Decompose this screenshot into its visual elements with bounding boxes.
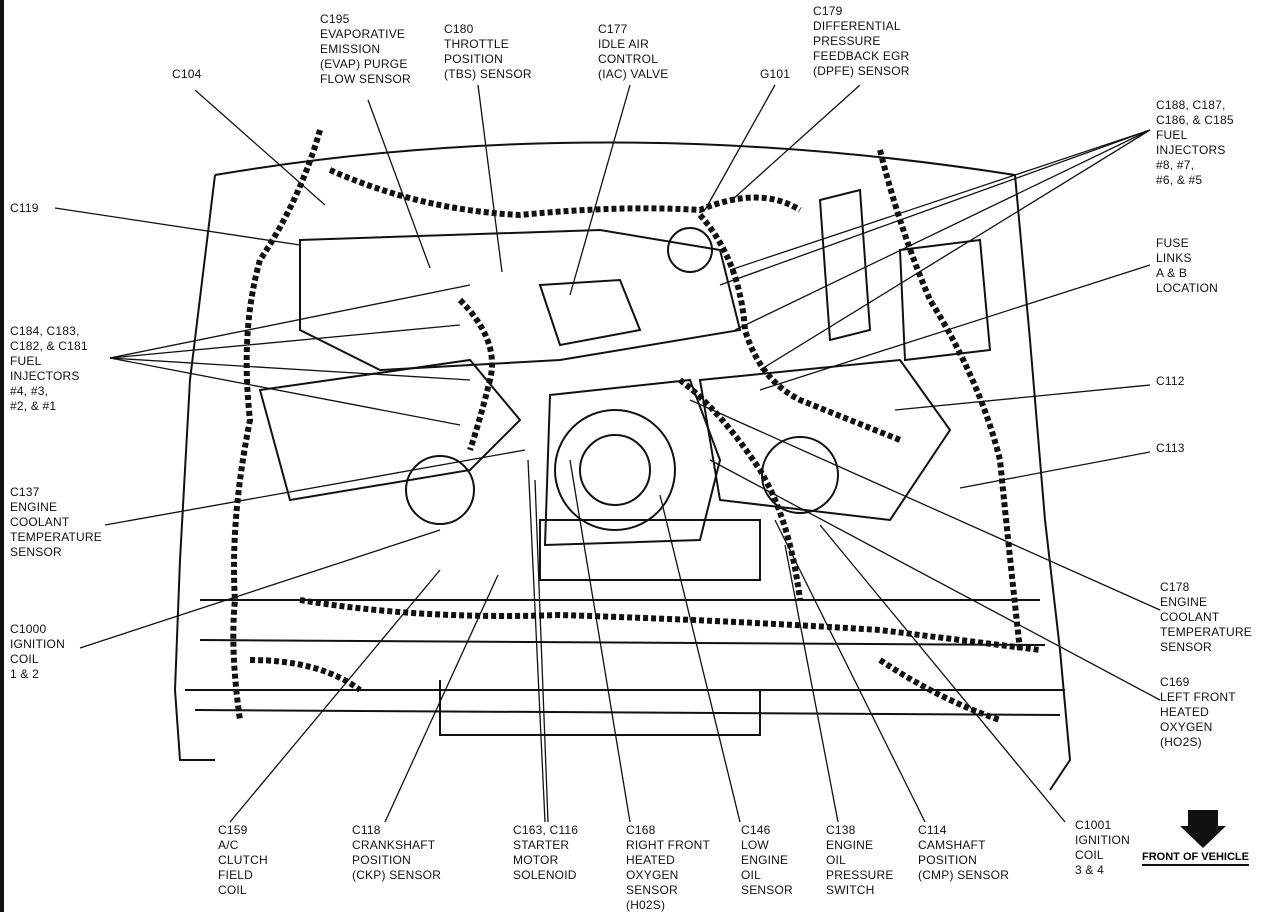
radiator-support — [185, 689, 1065, 716]
valve-cover-right — [258, 358, 522, 502]
callout-c146: C146 LOW ENGINE OIL SENSOR — [741, 823, 793, 897]
intake-plenum — [299, 228, 742, 372]
callout-c184-injectors: C184, C183, C182, & C181 FUEL INJECTORS … — [10, 324, 88, 413]
callout-g101: G101 — [760, 67, 791, 81]
leader-c169 — [709, 459, 1161, 701]
callout-c1001: C1001 IGNITION COIL 3 & 4 — [1075, 818, 1130, 877]
wiring-harness — [230, 129, 1041, 723]
leader-c137 — [104, 449, 526, 526]
callout-c163-c116: C163, C116 STARTER MOTOR SOLENOID — [513, 823, 579, 882]
callout-c118: C118 CRANKSHAFT POSITION (CKP) SENSOR — [352, 823, 442, 882]
down-arrow-icon — [1180, 810, 1226, 848]
callout-c112: C112 — [1156, 374, 1185, 388]
callout-c169: C169 LEFT FRONT HEATED OXYGEN (HO2S) — [1160, 675, 1236, 749]
callout-c119: C119 — [10, 201, 39, 215]
leader-c179 — [731, 84, 861, 201]
valve-cover-left — [698, 358, 952, 522]
callout-c138: C138 ENGINE OIL PRESSURE SWITCH — [826, 823, 894, 897]
callout-c159: C159 A/C CLUTCH FIELD COIL — [218, 823, 268, 897]
lower-crossmember — [199, 599, 1046, 646]
leader-fuse — [759, 264, 1151, 391]
leader-c118 — [384, 574, 499, 823]
leader-c188-d — [759, 129, 1151, 371]
callout-c177: C177 IDLE AIR CONTROL (IAC) VALVE — [598, 22, 669, 81]
callout-c188-injectors: C188, C187, C186, & C185 FUEL INJECTORS … — [1156, 98, 1234, 187]
leader-c138 — [784, 544, 839, 823]
callout-c137: C137 ENGINE COOLANT TEMPERATURE SENSOR — [10, 485, 102, 559]
leader-c180 — [477, 84, 503, 273]
water-pump-pulley — [579, 434, 651, 506]
leader-c114 — [774, 519, 926, 823]
leader-c168 — [569, 459, 631, 823]
scan-edge-bar — [0, 0, 4, 912]
leader-c113 — [959, 451, 1151, 489]
battery-box — [898, 238, 992, 362]
callout-c113: C113 — [1156, 441, 1185, 455]
radiator-frame — [539, 519, 761, 581]
egr-valve — [667, 227, 713, 273]
leader-c184-c — [109, 357, 471, 381]
callout-c179: C179 DIFFERENTIAL PRESSURE FEEDBACK EGR … — [813, 4, 910, 78]
leader-c195 — [367, 99, 431, 269]
ac-compressor — [405, 455, 475, 525]
leader-c163-b — [534, 479, 549, 823]
callout-c168: C168 RIGHT FRONT HEATED OXYGEN SENSOR (H… — [626, 823, 710, 912]
firewall-outline — [214, 141, 1016, 176]
callout-c178: C178 ENGINE COOLANT TEMPERATURE SENSOR — [1160, 580, 1252, 654]
callout-c1000: C1000 IGNITION COIL 1 & 2 — [10, 622, 65, 681]
leader-c188-b — [719, 129, 1151, 286]
leader-c159 — [229, 569, 441, 823]
throttle-body — [538, 278, 642, 347]
leader-c1001 — [819, 524, 1066, 823]
leader-g101 — [704, 84, 776, 211]
callout-c114: C114 CAMSHAFT POSITION (CMP) SENSOR — [918, 823, 1010, 882]
callout-c195: C195 EVAPORATIVE EMISSION (EVAP) PURGE F… — [320, 12, 411, 86]
leader-c112 — [894, 384, 1151, 411]
leader-c188-a — [729, 129, 1151, 271]
leader-c104 — [194, 89, 326, 206]
leader-c163-a — [527, 459, 546, 823]
leader-c146 — [659, 494, 741, 823]
fender-outline-right — [1014, 174, 1072, 791]
fender-outline-left — [173, 174, 216, 761]
callout-c180: C180 THROTTLE POSITION (TBS) SENSOR — [444, 22, 532, 81]
leader-c184-b — [109, 324, 461, 359]
leader-c177 — [569, 84, 631, 296]
leader-c184-d — [109, 357, 461, 426]
crank-pulley — [554, 409, 676, 531]
leader-c188-c — [734, 129, 1151, 331]
leader-c1000 — [79, 529, 441, 649]
leader-c178 — [689, 399, 1161, 611]
leader-c184-a — [109, 284, 471, 359]
leader-lines — [54, 84, 1161, 823]
air-intake-tube — [818, 188, 872, 342]
grille-opening — [439, 680, 761, 736]
callout-c104: C104 — [172, 67, 202, 81]
callout-fuse-links: FUSE LINKS A & B LOCATION — [1156, 236, 1219, 295]
front-of-vehicle-label: FRONT OF VEHICLE — [1142, 851, 1249, 866]
alternator — [761, 436, 839, 514]
leader-c119 — [54, 207, 301, 246]
